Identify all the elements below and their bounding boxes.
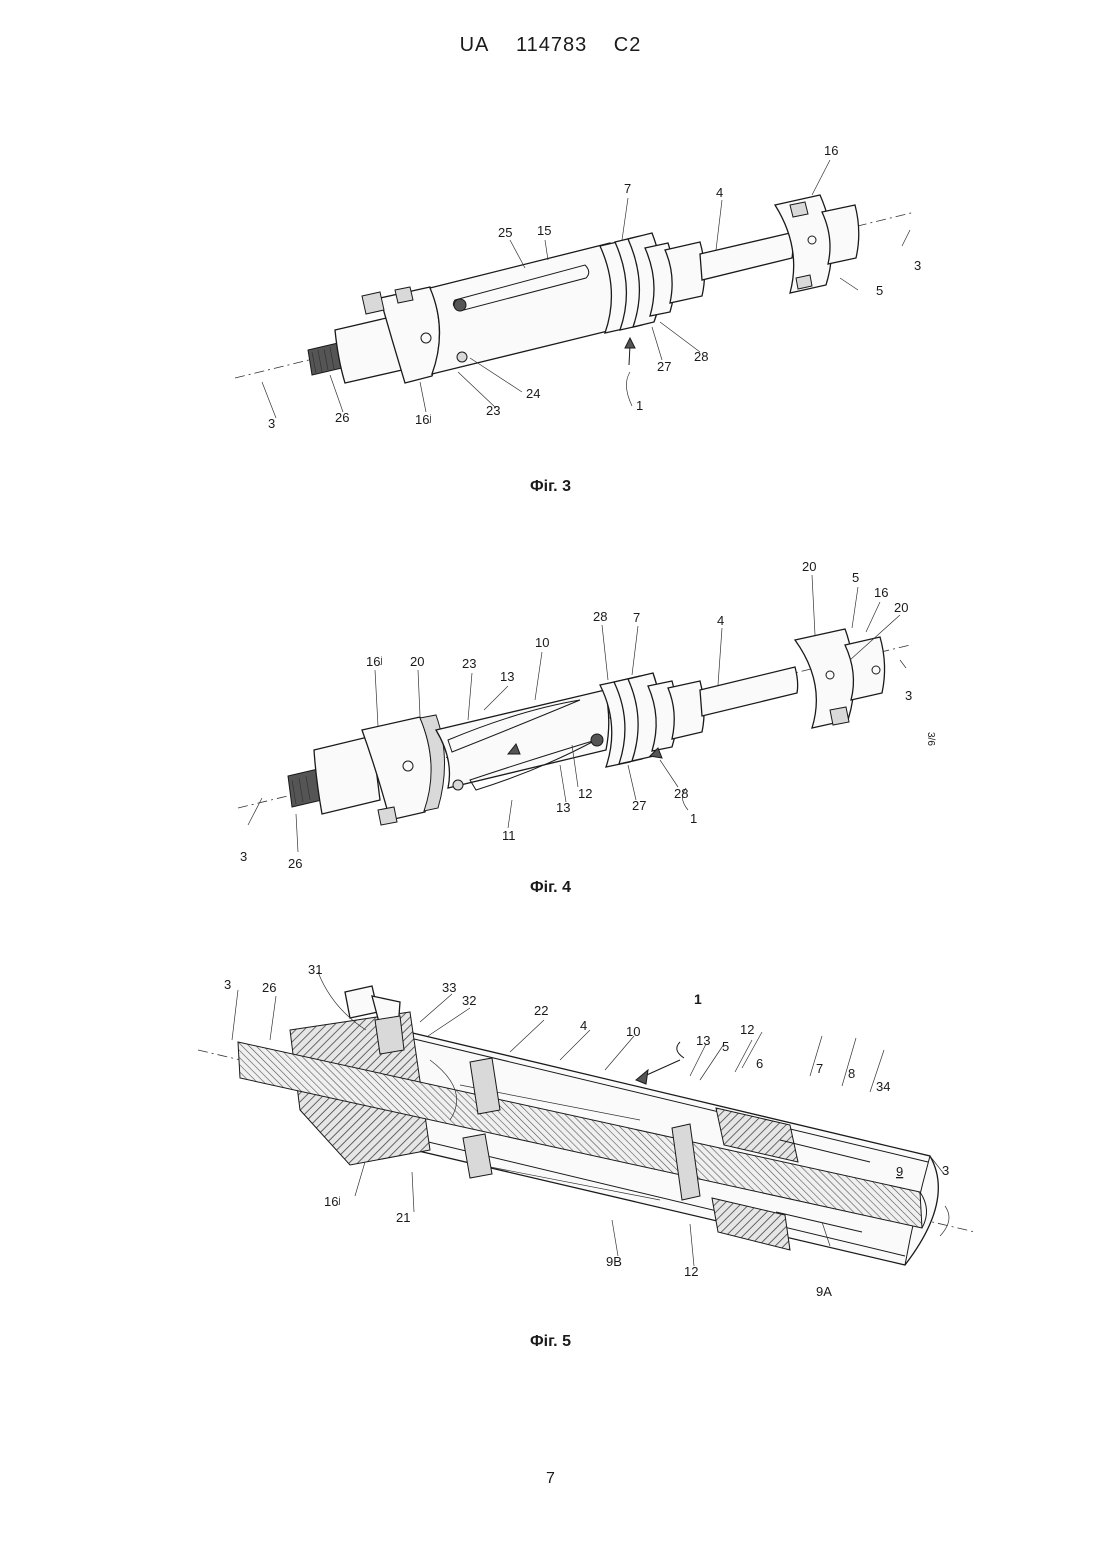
fig3-label-1: 1 bbox=[636, 398, 643, 413]
fig3-label-3-right: 3 bbox=[914, 258, 921, 273]
fig5-label-13: 13 bbox=[696, 1033, 710, 1048]
fig5-label-5: 5 bbox=[722, 1039, 729, 1054]
fig5-label-4: 4 bbox=[580, 1018, 587, 1033]
fig4-label-28-top: 28 bbox=[593, 609, 607, 624]
fig3-label-27: 27 bbox=[657, 359, 671, 374]
fig3-label-7: 7 bbox=[624, 181, 631, 196]
fig5-label-10: 10 bbox=[626, 1024, 640, 1039]
fig3-label-16p: 16ʲ bbox=[415, 412, 432, 427]
fig5-label-16p: 16ʲ bbox=[324, 1194, 341, 1209]
fig4-label-16: 16 bbox=[874, 585, 888, 600]
fig5-label-3-left: 3 bbox=[224, 977, 231, 992]
fig4-label-27: 27 bbox=[632, 798, 646, 813]
figure-5-drawing: 31 33 3 26 32 1 22 4 10 12 13 5 6 7 8 34… bbox=[0, 960, 1101, 1330]
fig4-right-flange bbox=[795, 629, 885, 728]
fig5-label-7: 7 bbox=[816, 1061, 823, 1076]
fig3-label-26: 26 bbox=[335, 410, 349, 425]
fig4-label-3-right: 3 bbox=[905, 688, 912, 703]
fig5-label-9B: 9B bbox=[606, 1254, 622, 1269]
fig5-label-6: 6 bbox=[756, 1056, 763, 1071]
side-page-note: 3/6 bbox=[925, 732, 936, 746]
fig4-label-1: 1 bbox=[690, 811, 697, 826]
fig4-label-10: 10 bbox=[535, 635, 549, 650]
fig5-label-21: 21 bbox=[396, 1210, 410, 1225]
fig3-ring-pack bbox=[600, 233, 675, 333]
fig5-label-9: 9 bbox=[896, 1164, 903, 1179]
fig3-caption: Фіг. 3 bbox=[0, 478, 1101, 496]
fig3-shaft-4 bbox=[700, 233, 793, 280]
fig4-label-26: 26 bbox=[288, 856, 302, 871]
figure-4-drawing: 20 5 16 20 28 7 4 10 16ʲ 20 23 13 3 12 1… bbox=[0, 540, 1101, 880]
fig4-label-16p: 16ʲ bbox=[366, 654, 383, 669]
fig3-label-16: 16 bbox=[824, 143, 838, 158]
fig4-label-20-right: 20 bbox=[894, 600, 908, 615]
fig3-label-3-left: 3 bbox=[268, 416, 275, 431]
fig4-label-12: 12 bbox=[578, 786, 592, 801]
fig3-label-28: 28 bbox=[694, 349, 708, 364]
fig4-shaft-4 bbox=[700, 667, 798, 716]
fig5-label-12-bottom: 12 bbox=[684, 1264, 698, 1279]
fig4-label-3-left: 3 bbox=[240, 849, 247, 864]
fig4-label-4: 4 bbox=[717, 613, 724, 628]
fig4-label-13-top: 13 bbox=[500, 669, 514, 684]
fig5-label-1: 1 bbox=[694, 991, 702, 1007]
fig5-label-26: 26 bbox=[262, 980, 276, 995]
fig3-label-5: 5 bbox=[876, 283, 883, 298]
fig4-label-7: 7 bbox=[633, 610, 640, 625]
fig3-label-25: 25 bbox=[498, 225, 512, 240]
fig4-label-23: 23 bbox=[462, 656, 476, 671]
fig5-label-32: 32 bbox=[462, 993, 476, 1008]
fig3-label-4: 4 bbox=[716, 185, 723, 200]
fig5-label-31: 31 bbox=[308, 962, 322, 977]
fig4-label-28-bottom: 28 bbox=[674, 786, 688, 801]
fig5-label-9A: 9A bbox=[816, 1284, 832, 1299]
fig5-label-12-top: 12 bbox=[740, 1022, 754, 1037]
page-number: 7 bbox=[0, 1470, 1101, 1488]
fig5-label-33: 33 bbox=[442, 980, 456, 995]
fig4-label-13-bottom: 13 bbox=[556, 800, 570, 815]
fig5-label-22: 22 bbox=[534, 1003, 548, 1018]
fig3-label-15: 15 bbox=[537, 223, 551, 238]
fig5-caption: Фіг. 5 bbox=[0, 1333, 1101, 1351]
fig5-label-8: 8 bbox=[848, 1066, 855, 1081]
figure-3-drawing: 16 7 4 25 15 3 5 27 28 1 24 23 16ʲ 26 3 bbox=[0, 0, 1101, 480]
fig4-ring-pack bbox=[600, 673, 677, 767]
fig5-label-34: 34 bbox=[876, 1079, 890, 1094]
fig4-label-20-top: 20 bbox=[802, 559, 816, 574]
fig5-label-3-right: 3 bbox=[942, 1163, 949, 1178]
fig3-label-24: 24 bbox=[526, 386, 540, 401]
fig4-label-11: 11 bbox=[502, 828, 516, 843]
fig4-label-20-left: 20 bbox=[410, 654, 424, 669]
fig4-caption: Фіг. 4 bbox=[0, 879, 1101, 897]
fig3-label-23: 23 bbox=[486, 403, 500, 418]
fig4-label-5: 5 bbox=[852, 570, 859, 585]
